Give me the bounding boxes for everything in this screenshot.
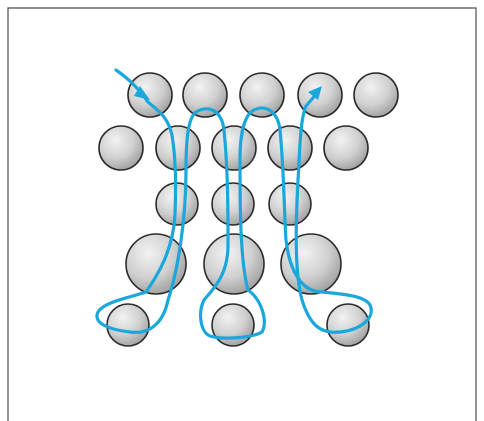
beads-group xyxy=(98,72,399,347)
exit-arrow-icon xyxy=(308,86,322,100)
thread-path-group xyxy=(95,68,373,340)
bead-row2-2 xyxy=(155,125,201,171)
bead-row1-3 xyxy=(239,72,285,118)
bead-row1-5 xyxy=(353,72,399,118)
bead-row2-5 xyxy=(323,125,369,171)
bead-row2-3 xyxy=(211,125,257,171)
bead-row5-3 xyxy=(326,303,370,347)
bead-row5-1 xyxy=(106,303,150,347)
bead-row3-2 xyxy=(211,182,255,226)
bead-row1-4 xyxy=(297,72,343,118)
bead-row4-1 xyxy=(125,233,187,295)
bead-row5-2 xyxy=(211,303,255,347)
bead-row2-4 xyxy=(267,125,313,171)
bead-row2-1 xyxy=(98,125,144,171)
bead-row3-3 xyxy=(268,182,312,226)
bead-row1-2 xyxy=(182,72,228,118)
thread-path xyxy=(95,68,373,340)
bead-row1-1 xyxy=(127,72,173,118)
frame-border xyxy=(7,7,477,421)
bead-row4-2 xyxy=(203,233,265,295)
entry-arrow-icon xyxy=(134,86,150,100)
